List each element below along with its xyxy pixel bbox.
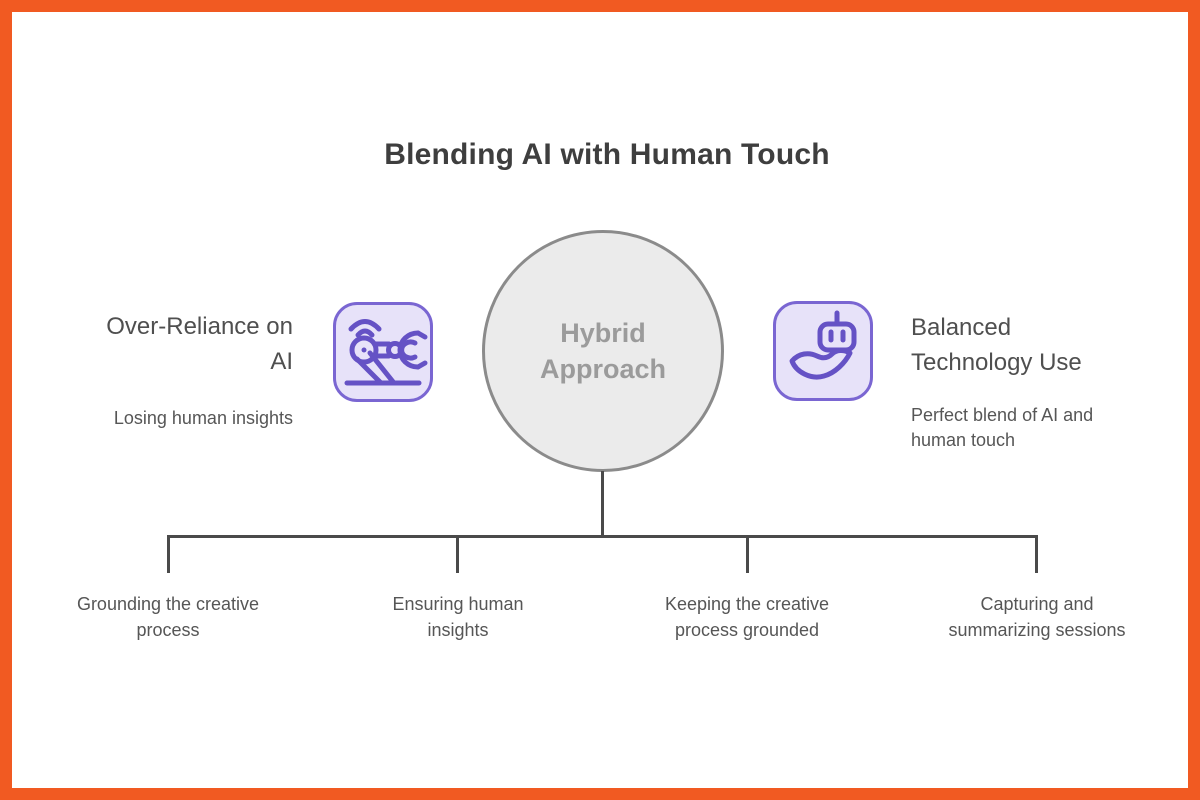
branch-label-capturing: Capturing and summarizing sessions: [948, 594, 1126, 640]
connector-drop-2: [456, 535, 459, 573]
hybrid-approach-label: Hybrid Approach: [539, 318, 666, 384]
over-reliance-heading: Over-Reliance on AI: [106, 313, 293, 375]
balanced-tech-icon-box: [773, 301, 873, 401]
branch-label-ensuring: Ensuring human insights: [392, 594, 524, 640]
balanced-tech-heading: Balanced Technology Use: [911, 314, 1082, 376]
connector-drop-3: [746, 535, 749, 573]
connector-stem: [601, 471, 604, 536]
page-title: Blending AI with Human Touch: [384, 138, 830, 171]
over-reliance-subtitle: Losing human insights: [113, 408, 293, 428]
hybrid-approach-node: Hybrid Approach: [482, 230, 724, 472]
branch-label-keeping: Keeping the creative process grounded: [664, 594, 830, 640]
branch-label-grounding: Grounding the creative process: [76, 594, 260, 640]
over-reliance-icon-box: [333, 302, 433, 402]
connector-rail: [167, 535, 1038, 538]
connector-drop-1: [167, 535, 170, 573]
balanced-tech-subtitle: Perfect blend of AI and human touch: [911, 405, 1094, 450]
connector-drop-4: [1035, 535, 1038, 573]
